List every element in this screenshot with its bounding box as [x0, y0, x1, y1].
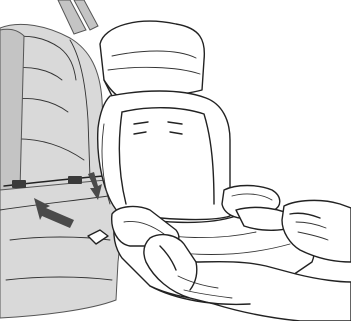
vehicle-seat-belt — [58, 0, 98, 34]
isofix-anchor-right — [68, 176, 82, 184]
isofix-anchor-left — [12, 180, 26, 188]
vehicle-seat-backrest — [0, 24, 106, 190]
booster-seat-backrest — [98, 21, 230, 219]
vehicle-seat-cushion — [0, 176, 120, 318]
